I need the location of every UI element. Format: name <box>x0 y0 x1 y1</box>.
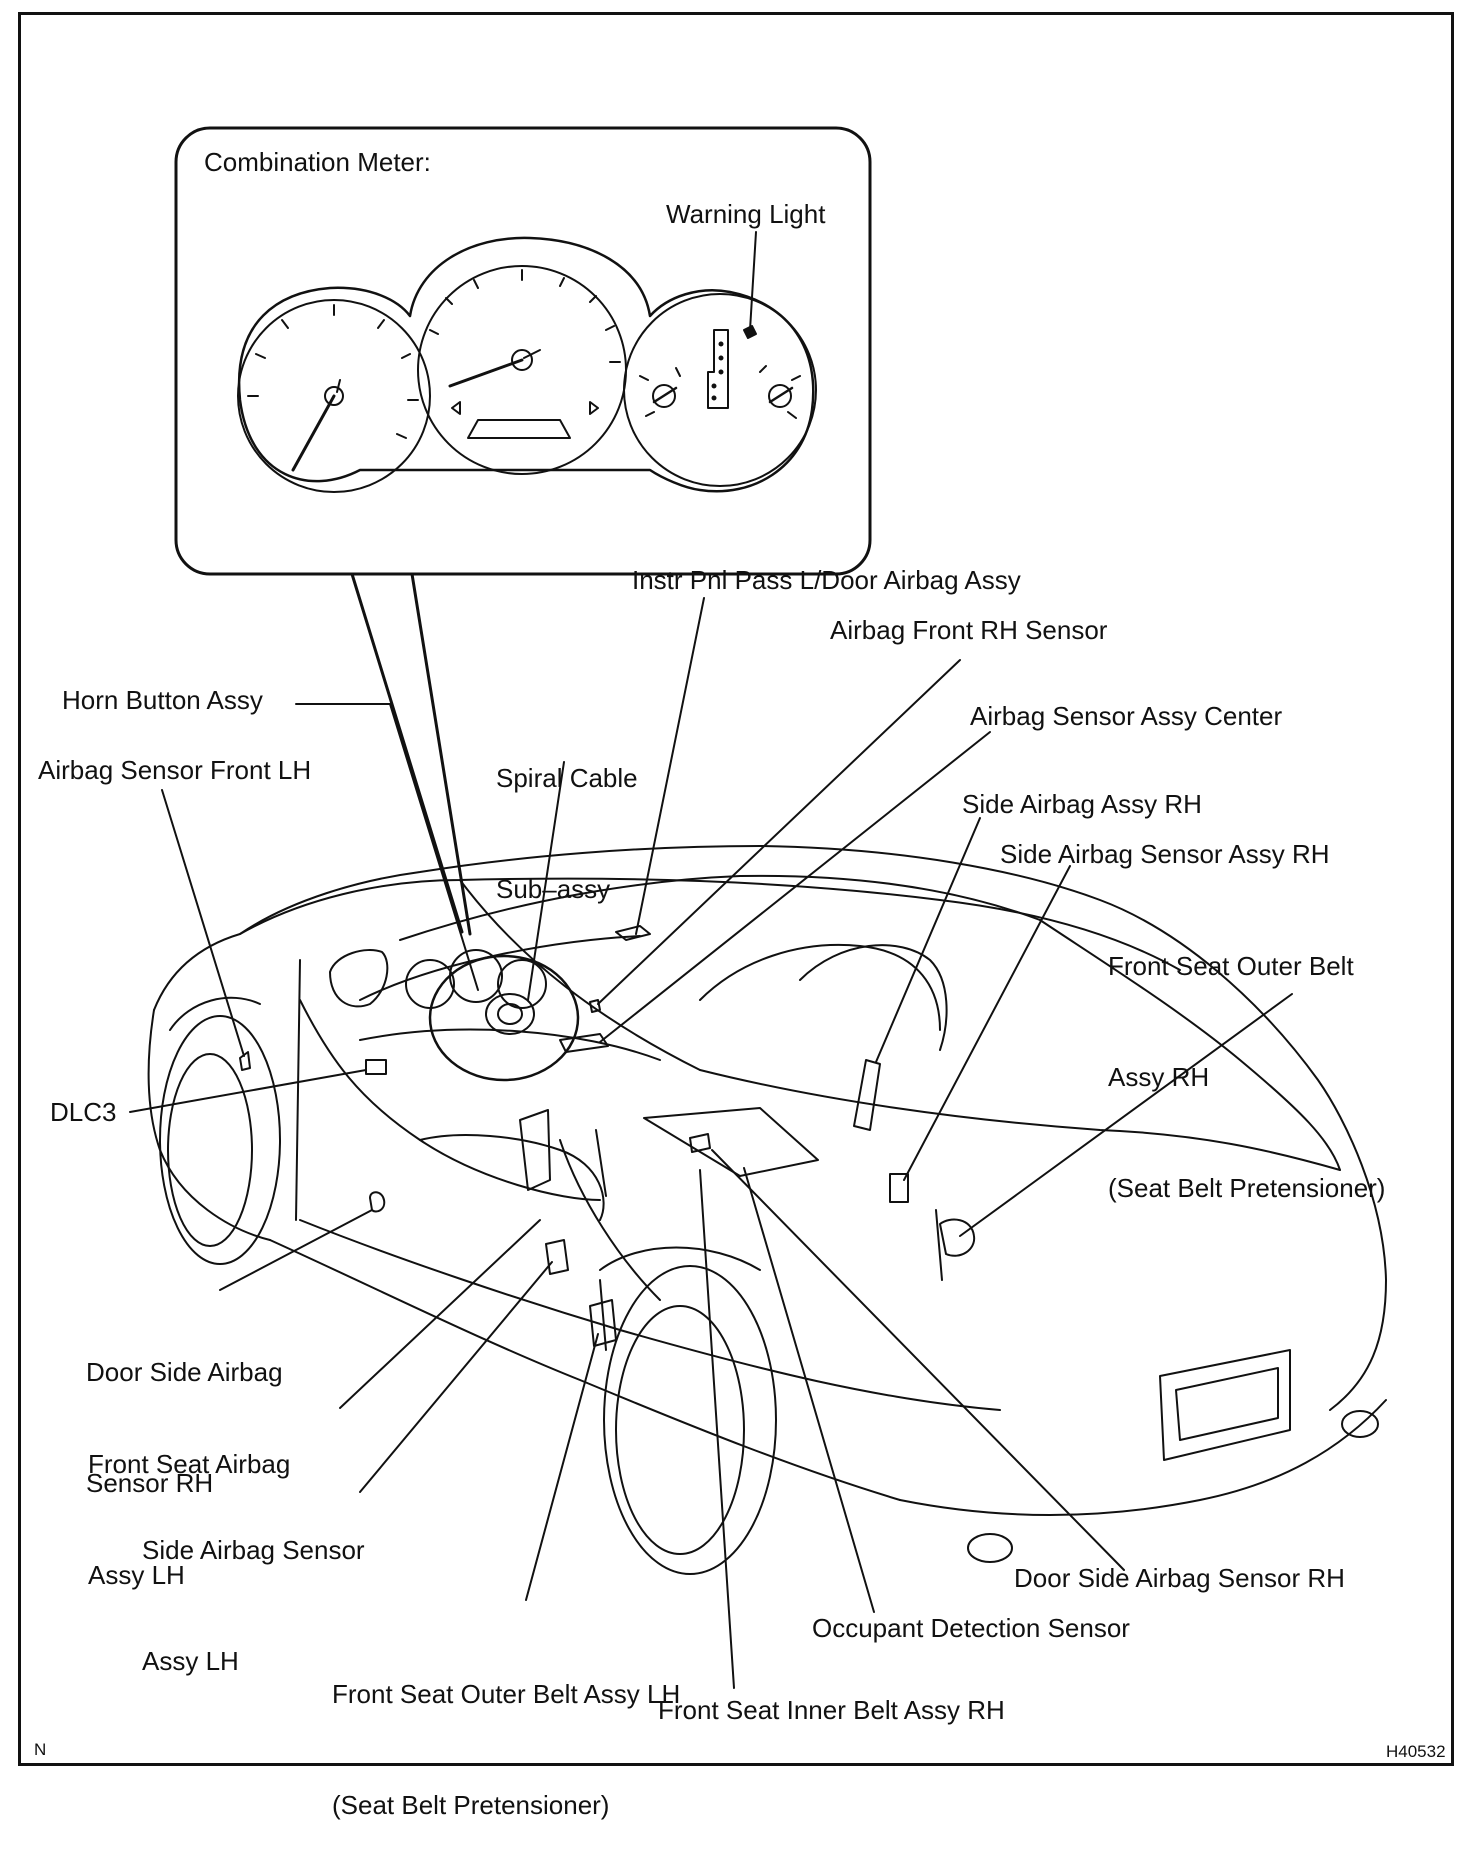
label-side-airbag-sensor-assy-rh: Side Airbag Sensor Assy RH <box>1000 839 1330 869</box>
speedometer-gauge <box>417 265 627 475</box>
airbag-warning-symbol <box>743 325 757 339</box>
label-door-side-airbag-sensor-rh-left-line1: Door Side Airbag <box>86 1357 283 1387</box>
combination-meter-inset <box>174 126 872 936</box>
label-front-seat-airbag-assy-lh-line2: Assy LH <box>88 1560 185 1590</box>
label-instr-pnl-pass-airbag: Instr Pnl Pass L/Door Airbag Assy <box>632 565 1021 595</box>
tachometer-gauge <box>237 299 431 493</box>
diagram-art <box>129 126 1387 1689</box>
label-front-seat-outer-belt-rh: Front Seat Outer Belt Assy RH (Seat Belt… <box>1108 874 1385 1244</box>
label-side-airbag-assy-rh: Side Airbag Assy RH <box>962 789 1202 819</box>
label-airbag-front-rh-sensor: Airbag Front RH Sensor <box>830 615 1108 645</box>
label-airbag-sensor-front-lh: Airbag Sensor Front LH <box>38 755 312 785</box>
label-front-seat-airbag-assy-lh-line1: Front Seat Airbag <box>88 1449 291 1479</box>
warning-light-label: Warning Light <box>666 199 826 229</box>
label-occupant-detection-sensor: Occupant Detection Sensor <box>812 1613 1130 1643</box>
label-horn-button-assy: Horn Button Assy <box>62 685 263 715</box>
label-side-airbag-sensor-assy-lh-line2: Assy LH <box>142 1646 239 1676</box>
label-front-seat-airbag-assy-lh: Front Seat Airbag Assy LH <box>88 1372 290 1631</box>
label-door-side-airbag-sensor-rh-left: Door Side Airbag Sensor RH <box>86 1280 283 1539</box>
fuel-temp-gauge <box>623 293 817 487</box>
label-airbag-sensor-assy-center: Airbag Sensor Assy Center <box>970 701 1283 731</box>
figure-code: H40532 <box>1386 1742 1446 1761</box>
north-mark: N <box>34 1740 47 1759</box>
label-front-seat-inner-belt-rh: Front Seat Inner Belt Assy RH <box>658 1695 1005 1725</box>
label-side-airbag-sensor-assy-lh-line1: Side Airbag Sensor <box>142 1535 365 1565</box>
label-front-seat-outer-belt-rh-line3: (Seat Belt Pretensioner) <box>1108 1173 1386 1203</box>
label-spiral-cable-line2: Sub–assy <box>496 874 611 904</box>
combination-meter-title: Combination Meter: <box>204 147 431 177</box>
label-front-seat-outer-belt-lh-line2: (Seat Belt Pretensioner) <box>332 1790 610 1820</box>
label-front-seat-outer-belt-lh-line1: Front Seat Outer Belt Assy LH <box>332 1679 681 1709</box>
label-front-seat-outer-belt-rh-line2: Assy RH <box>1108 1062 1210 1092</box>
figure-border <box>18 12 1454 1766</box>
leader-lines <box>129 597 1293 1689</box>
label-door-side-airbag-sensor-rh: Door Side Airbag Sensor RH <box>1014 1563 1345 1593</box>
label-front-seat-outer-belt-lh: Front Seat Outer Belt Assy LH (Seat Belt… <box>332 1602 680 1861</box>
label-spiral-cable: Spiral Cable Sub–assy <box>496 686 638 945</box>
label-side-airbag-sensor-assy-lh: Side Airbag Sensor Assy LH <box>142 1458 365 1717</box>
label-spiral-cable-line1: Spiral Cable <box>496 763 638 793</box>
label-front-seat-outer-belt-rh-line1: Front Seat Outer Belt <box>1108 951 1354 981</box>
label-door-side-airbag-sensor-rh-left-line2: Sensor RH <box>86 1468 214 1498</box>
label-dlc3: DLC3 <box>50 1097 117 1127</box>
car-outline <box>147 845 1387 1575</box>
